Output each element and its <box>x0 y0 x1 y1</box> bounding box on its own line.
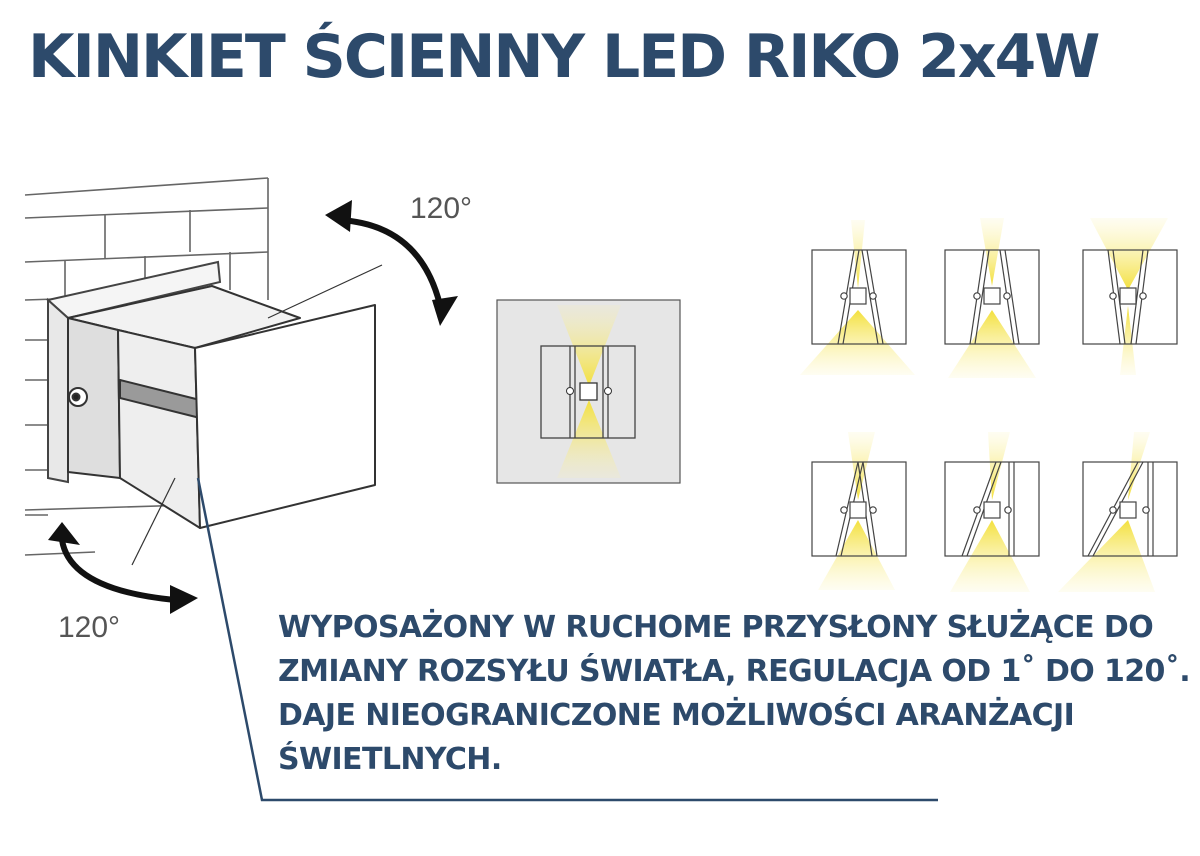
lamp-body <box>67 285 376 529</box>
rotation-arrow-bottom <box>48 522 198 614</box>
beam-config-6 <box>1058 432 1178 592</box>
rotation-arrow-top <box>325 200 458 326</box>
leader-lines <box>131 264 383 566</box>
beam-config-5 <box>944 432 1040 592</box>
beam-config-2 <box>944 218 1040 378</box>
beam-config-1 <box>800 220 915 375</box>
description-text: WYPOSAŻONY W RUCHOME PRZYSŁONY SŁUŻĄCE D… <box>278 610 1191 777</box>
beam-config-4 <box>811 432 907 590</box>
angle-label-top: 120° <box>410 192 472 225</box>
page-title: KINKIET ŚCIENNY LED RIKO 2x4W <box>28 22 1101 92</box>
front-view-panel <box>496 299 681 484</box>
beam-config-3 <box>1082 218 1178 375</box>
mounting-plate <box>45 260 222 484</box>
callout-line <box>196 477 938 802</box>
angle-label-bottom: 120° <box>58 611 120 644</box>
brick-wall <box>24 177 269 556</box>
